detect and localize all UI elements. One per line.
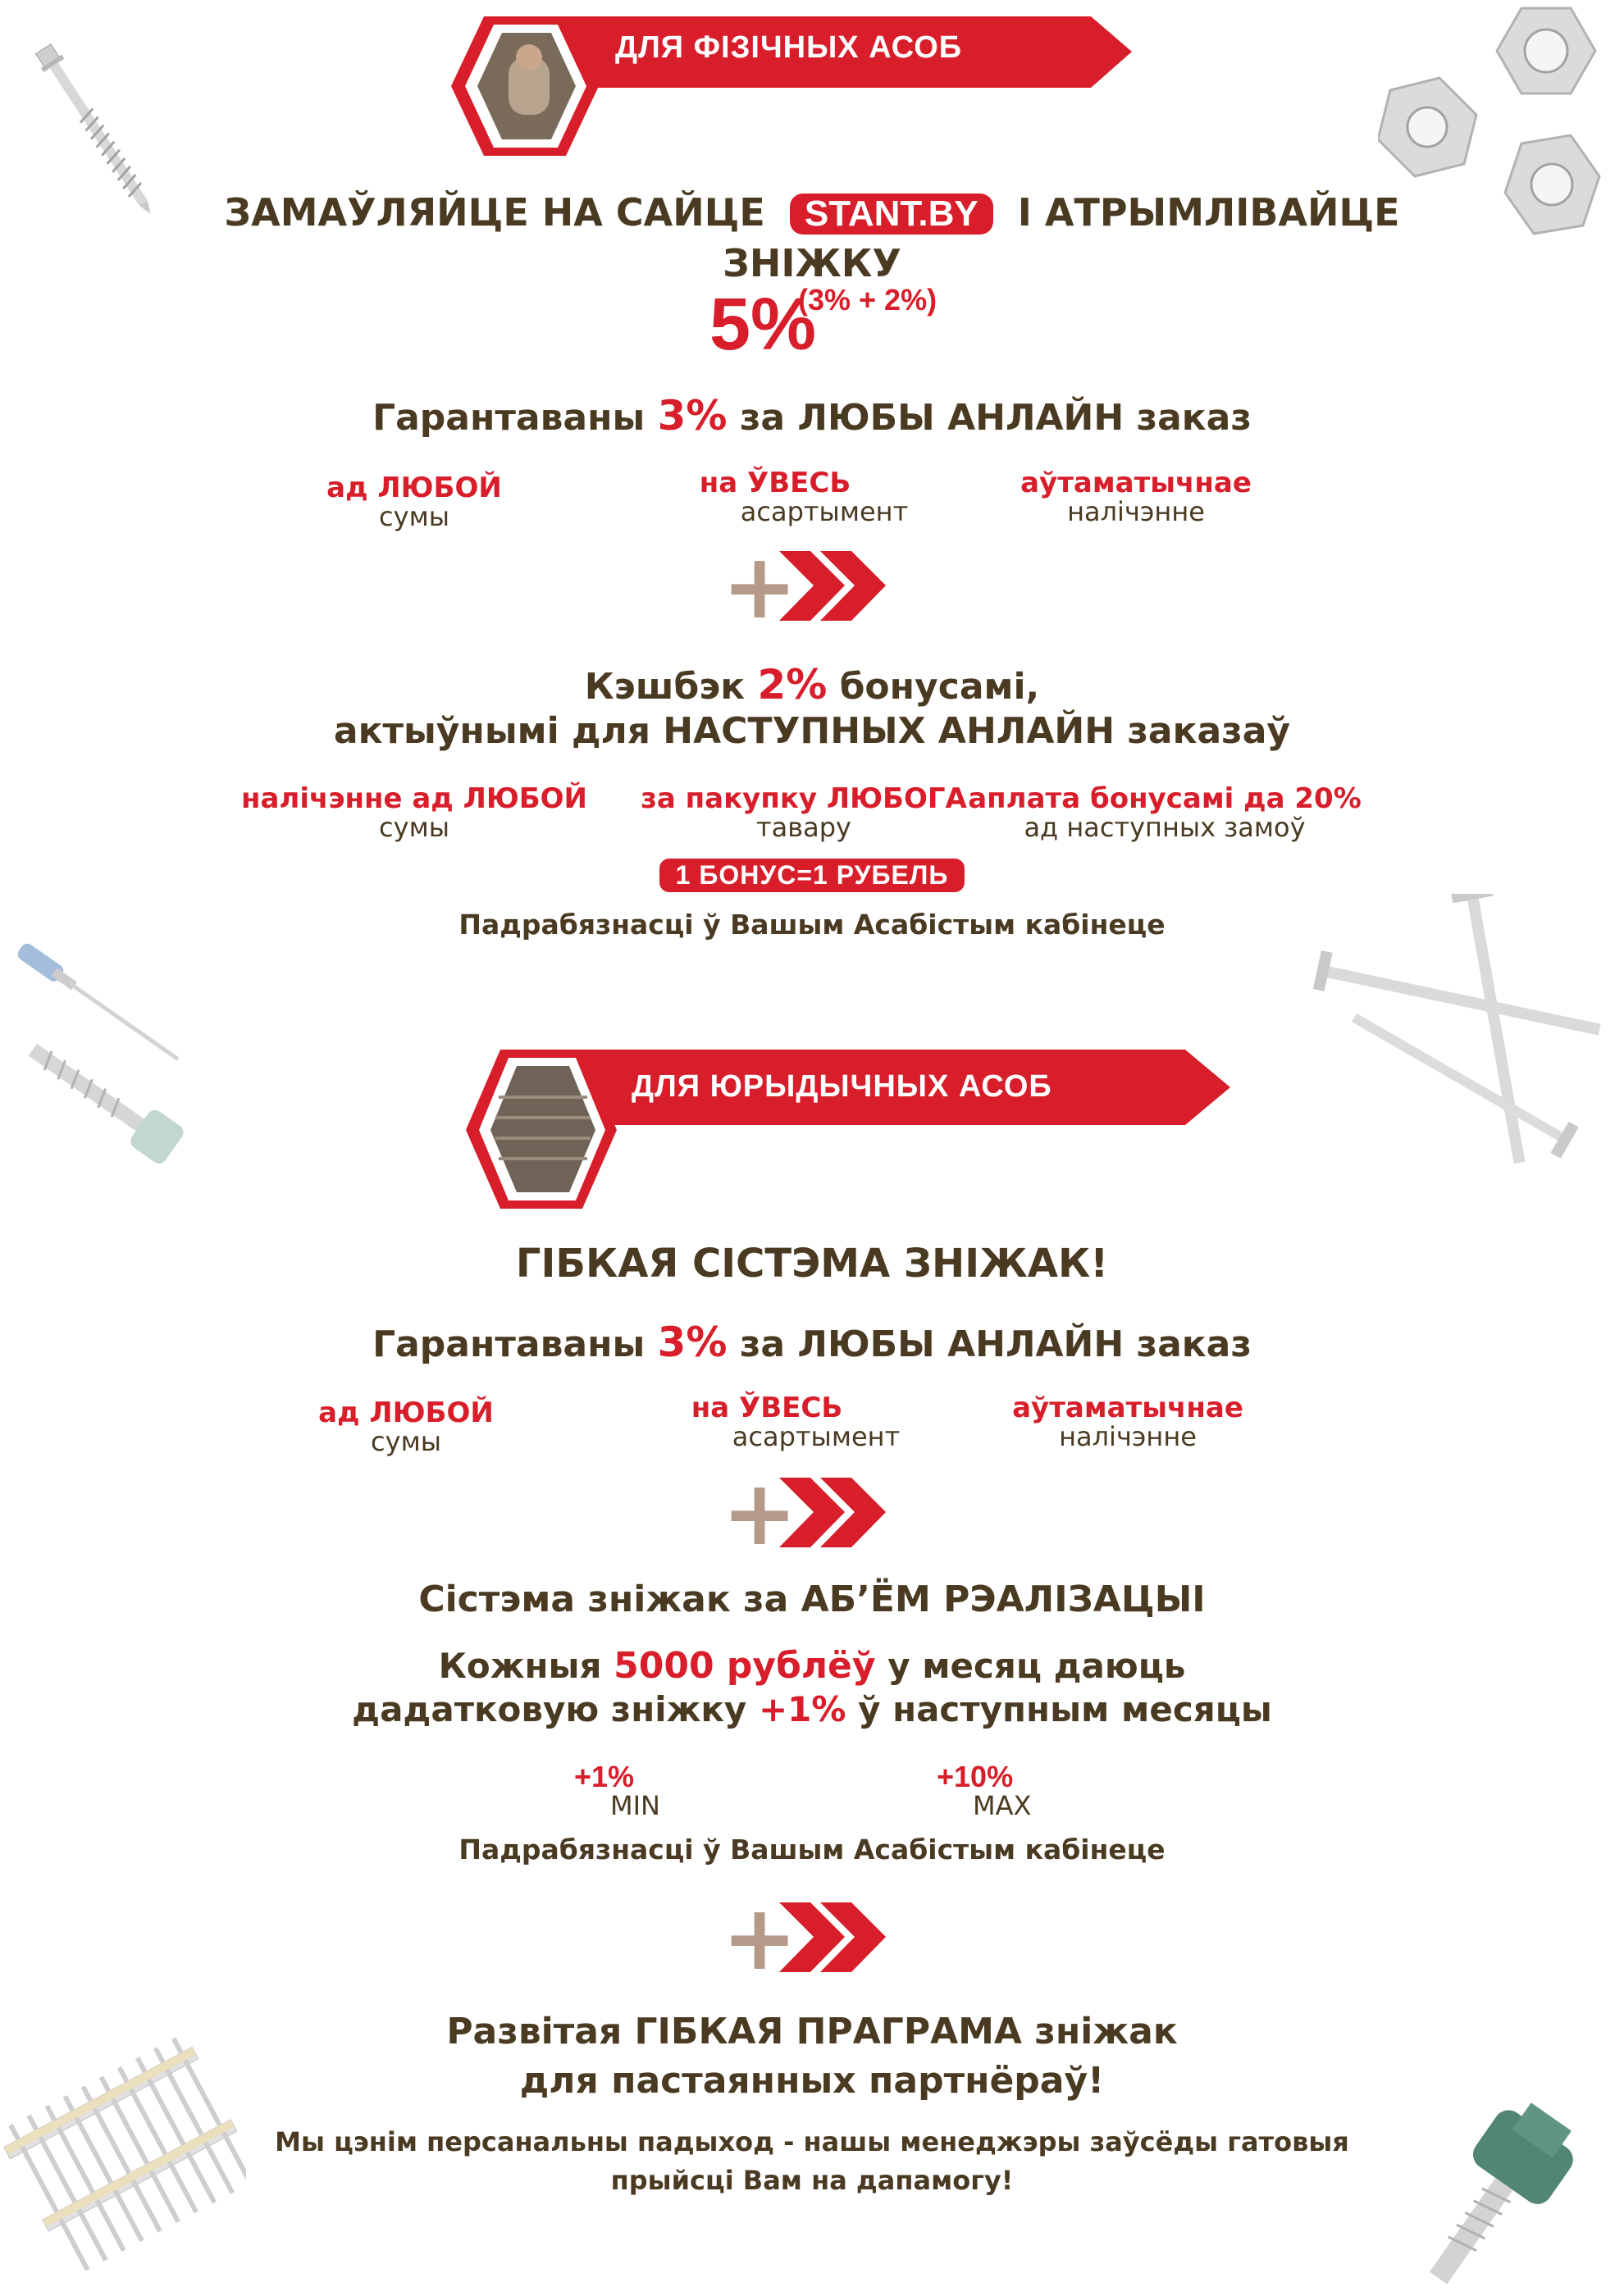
feature-any-sum-legal: ад ЛЮБОЙ сумы bbox=[193, 1396, 619, 1457]
bonus-pill: 1 БОНУС=1 РУБЕЛЬ bbox=[659, 859, 965, 892]
max-value: +10% bbox=[937, 1760, 1014, 1793]
feature-sub: сумы bbox=[371, 1425, 441, 1457]
guarantee-line: Гарантаваны 3% за ЛЮБЫ АНЛАЙН заказ bbox=[0, 392, 1624, 440]
feature-title: аўтаматычнае bbox=[1020, 467, 1252, 499]
cashback-feature-pay-bonuses: аплата бонусамі да 20% ад наступных замо… bbox=[951, 782, 1378, 843]
double-chevron-icon bbox=[779, 1902, 886, 1972]
feature-title: на ЎВЕСЬ bbox=[691, 1392, 843, 1424]
feature-whole-range: на ЎВЕСЬ асартымент bbox=[611, 468, 1038, 527]
details-note: Падрабязнасці ў Вашым Асабістым кабінеце bbox=[458, 909, 1166, 941]
feature-title: аплата бонусамі да 20% bbox=[968, 782, 1362, 815]
cashback-pre: Кэшбэк bbox=[584, 666, 746, 708]
headline: ЗАМАЎЛЯЙЦЕ НА САЙЦЕ STANT.BY І АТРЫМЛІВА… bbox=[0, 190, 1624, 235]
brand-badge[interactable]: STANT.BY bbox=[789, 194, 993, 235]
feature-automatic-legal: аўтаматычнае налічэнне bbox=[915, 1392, 1341, 1452]
feature-sub: сумы bbox=[379, 811, 449, 843]
screws-image-right bbox=[1312, 894, 1601, 1164]
banner-ribbon bbox=[451, 16, 1132, 156]
feature-title: за пакупку ЛЮБОГА bbox=[641, 782, 967, 815]
guarantee-post: за ЛЮБЫ АНЛАЙН заказ bbox=[739, 397, 1252, 439]
volume-post: у месяц даюць bbox=[887, 1646, 1186, 1686]
min-label: MIN bbox=[610, 1789, 660, 1821]
headline-line2: ЗНІЖКУ bbox=[723, 241, 901, 285]
headline-part2: І АТРЫМЛІВАЙЦЕ bbox=[1017, 190, 1400, 235]
min-discount: +1% MIN bbox=[574, 1761, 705, 1820]
guarantee-pct: 3% bbox=[657, 1319, 728, 1366]
feature-sub: ад наступных замоў bbox=[1024, 811, 1306, 843]
cashback-pct: 2% bbox=[757, 661, 828, 708]
program-line2: для пастаянных партнёраў! bbox=[519, 2060, 1105, 2102]
volume-title: Сістэма зніжак за АБ’ЁМ РЭАЛІЗАЦЫІ bbox=[418, 1578, 1206, 1620]
closing-line2: прыйсці Вам на дапамогу! bbox=[610, 2165, 1014, 2196]
discount-block: 5% (3% + 2%) bbox=[709, 283, 1038, 373]
cashback-line1: Кэшбэк 2% бонусамі, bbox=[0, 661, 1624, 708]
discount-breakdown: (3% + 2%) bbox=[798, 283, 937, 317]
cashback-line2: актыўнымі для НАСТУПНЫХ АНЛАЙН заказаў bbox=[333, 710, 1291, 752]
feature-sub: асартымент bbox=[740, 495, 909, 527]
cashback-feature-any-sum: налічэнне ад ЛЮБОЙ сумы bbox=[201, 782, 627, 843]
discount-big: 5% bbox=[709, 284, 817, 366]
double-chevron-icon bbox=[779, 551, 886, 621]
feature-sub: асартымент bbox=[732, 1420, 901, 1452]
screw-image-top-left bbox=[34, 43, 151, 214]
rivets-image-left bbox=[17, 943, 184, 1164]
nuts-image-top-right bbox=[1378, 7, 1601, 235]
guarantee-line-legal: Гарантаваны 3% за ЛЮБЫ АНЛАЙН заказ bbox=[0, 1319, 1624, 1366]
max-label: MAX bbox=[973, 1789, 1032, 1821]
nail-strip-image-bottom-left bbox=[3, 2037, 246, 2271]
headline-part1: ЗАМАЎЛЯЙЦЕ НА САЙЦЕ bbox=[224, 190, 765, 235]
max-discount: +10% MAX bbox=[937, 1761, 1084, 1820]
guarantee-pre: Гарантаваны bbox=[372, 397, 645, 439]
feature-sub: налічэнне bbox=[1059, 1420, 1197, 1452]
cashback-post: бонусамі, bbox=[839, 666, 1040, 708]
guarantee-pct: 3% bbox=[657, 392, 728, 440]
feature-automatic: аўтаматычнае налічэнне bbox=[923, 467, 1349, 527]
feature-title: ад ЛЮБОЙ bbox=[326, 472, 502, 504]
feature-sub: налічэнне bbox=[1067, 495, 1205, 527]
banner-title: ДЛЯ ЮРЫДЫЧНЫХ АСОБ bbox=[632, 1069, 1052, 1104]
volume-line1: Кожныя 5000 рублёў у месяц даюць bbox=[0, 1645, 1624, 1687]
flexible-system-headline: ГІБКАЯ СІСТЭМА ЗНІЖАК! bbox=[515, 1241, 1109, 1287]
feature-title: аўтаматычнае bbox=[1012, 1392, 1243, 1424]
volume-pre: Кожныя bbox=[438, 1646, 602, 1686]
bonus-pill-row: 1 БОНУС=1 РУБЕЛЬ bbox=[0, 859, 1624, 892]
guarantee-post: за ЛЮБЫ АНЛАЙН заказ bbox=[739, 1323, 1252, 1365]
feature-title: на ЎВЕСЬ bbox=[699, 467, 851, 499]
cashback-feature-any-product: за пакупку ЛЮБОГА тавару bbox=[591, 782, 1017, 843]
feature-title: налічэнне ад ЛЮБОЙ bbox=[240, 782, 588, 815]
double-chevron-icon bbox=[779, 1478, 886, 1547]
section-individuals-banner: ДЛЯ ФІЗІЧНЫХ АСОБ bbox=[394, 12, 1132, 160]
volume-amount: 5000 рублёў bbox=[614, 1645, 876, 1687]
volume-post: ў наступным месяцы bbox=[858, 1689, 1272, 1729]
feature-sub: тавару bbox=[756, 811, 851, 843]
feature-title: ад ЛЮБОЙ bbox=[318, 1396, 494, 1429]
volume-pre: дадатковую зніжку bbox=[352, 1689, 747, 1729]
volume-line2: дадатковую зніжку +1% ў наступным месяцы bbox=[0, 1689, 1624, 1729]
feature-whole-range-legal: на ЎВЕСЬ асартымент bbox=[603, 1393, 1029, 1452]
program-line1: Развітая ГІБКАЯ ПРАГРАМА зніжак bbox=[446, 2011, 1178, 2052]
volume-pct: +1% bbox=[758, 1689, 846, 1729]
feature-sub: сумы bbox=[379, 500, 449, 532]
banner-ribbon bbox=[466, 1050, 1230, 1209]
closing-line1: Мы цэнім персанальны падыход - нашы мене… bbox=[275, 2126, 1349, 2157]
min-value: +1% bbox=[574, 1760, 635, 1793]
banner-title: ДЛЯ ФІЗІЧНЫХ АСОБ bbox=[615, 30, 963, 65]
section-legal-entities-banner: ДЛЯ ЮРЫДЫЧНЫХ АСОБ bbox=[394, 1048, 1230, 1212]
feature-any-sum: ад ЛЮБОЙ сумы bbox=[201, 472, 627, 532]
guarantee-pre: Гарантаваны bbox=[372, 1323, 645, 1365]
roofing-screw-image-bottom-right bbox=[1429, 2102, 1573, 2285]
details-note-legal: Падрабязнасці ў Вашым Асабістым кабінеце bbox=[458, 1834, 1166, 1866]
